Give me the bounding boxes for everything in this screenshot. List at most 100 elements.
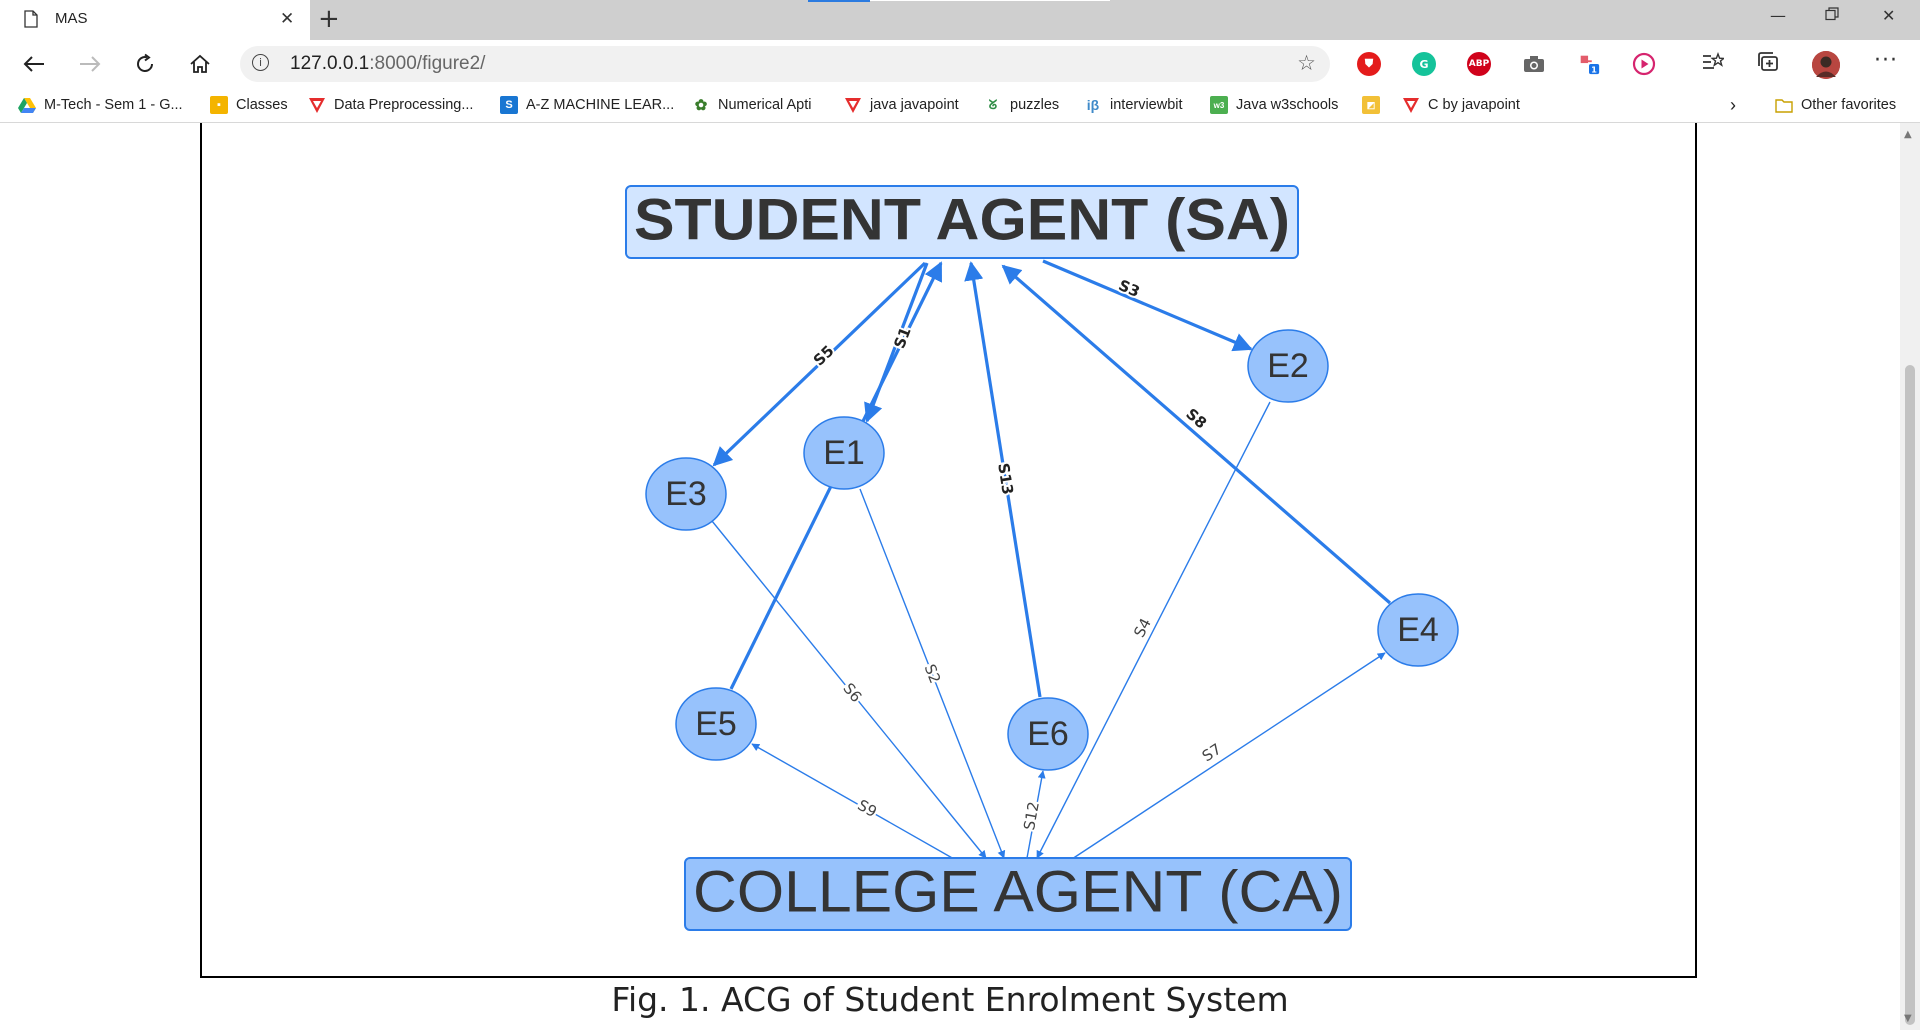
bookmark-label: Java w3schools — [1236, 97, 1339, 113]
back-arrow-icon[interactable] — [20, 50, 48, 78]
node-ellipse — [645, 457, 727, 531]
node-e3[interactable]: E3 — [645, 457, 727, 531]
bookmark-label: java javapoint — [870, 97, 959, 113]
home-icon[interactable] — [186, 50, 214, 78]
new-tab-button[interactable]: + — [318, 4, 340, 34]
superdatascience-icon: S — [500, 96, 518, 114]
node-label: E5 — [695, 705, 737, 743]
close-window-icon[interactable]: ✕ — [1882, 6, 1896, 25]
bookmark-item[interactable]: ▪ Classes — [210, 94, 288, 116]
edge-s12 — [1026, 770, 1046, 859]
edge-s9 — [751, 743, 955, 860]
bookmark-label: Data Preprocessing... — [334, 97, 474, 113]
node-e2[interactable]: E2 — [1247, 329, 1329, 403]
minimize-icon[interactable]: — — [1770, 6, 1786, 25]
node-ca[interactable]: COLLEGE AGENT (CA) — [684, 857, 1352, 931]
node-box — [625, 185, 1299, 259]
edge-label-s8: S8 — [1182, 405, 1210, 433]
address-bar[interactable]: i 127.0.0.1:8000/figure2/ ☆ — [240, 46, 1330, 82]
node-e4[interactable]: E4 — [1377, 593, 1459, 667]
ublock-origin-icon[interactable]: ⛊ — [1357, 52, 1381, 76]
indiabix-icon: ✿ — [694, 97, 708, 114]
edge-s3 — [1042, 259, 1253, 352]
tab-loading-indicator — [808, 0, 870, 2]
google-classroom-icon: ▪ — [210, 96, 228, 114]
node-box — [684, 857, 1352, 931]
close-tab-icon[interactable]: ✕ — [280, 9, 295, 29]
edge-s13 — [964, 261, 1042, 698]
javatpoint-icon — [844, 96, 862, 114]
favorites-list-icon[interactable] — [1702, 52, 1726, 77]
edge-s8 — [1001, 264, 1392, 605]
scroll-up-icon[interactable]: ▲ — [1904, 129, 1912, 140]
tab-title: MAS — [55, 10, 88, 27]
edge-s2 — [859, 488, 1006, 859]
bookmark-item[interactable]: ✿ Numerical Apti — [692, 94, 812, 116]
interviewbit-icon: iβ — [1086, 97, 1100, 113]
node-label: E1 — [823, 434, 865, 472]
bookmark-icon: ◩ — [1362, 96, 1380, 114]
bookmark-item[interactable]: w3 Java w3schools — [1210, 94, 1338, 116]
node-e6[interactable]: E6 — [1007, 697, 1089, 771]
camera-icon[interactable] — [1522, 52, 1546, 76]
node-ellipse — [1247, 329, 1329, 403]
grammarly-icon[interactable]: G — [1412, 52, 1436, 76]
node-label: STUDENT AGENT (SA) — [634, 187, 1290, 252]
site-info-icon[interactable]: i — [252, 54, 269, 71]
node-label: E4 — [1397, 611, 1439, 649]
bookmark-item[interactable]: M-Tech - Sem 1 - G... — [18, 94, 183, 116]
bookmarks-overflow-chevron-icon[interactable]: › — [1730, 94, 1736, 115]
node-sa[interactable]: STUDENT AGENT (SA) — [625, 185, 1299, 259]
more-options-icon[interactable]: ··· — [1874, 48, 1898, 73]
node-e5[interactable]: E5 — [675, 687, 757, 761]
bookmark-item[interactable]: C by javapoint — [1402, 94, 1520, 116]
vertical-scrollbar[interactable]: ▲ ▼ — [1900, 123, 1920, 1030]
forward-arrow-icon[interactable] — [76, 50, 104, 78]
profile-avatar[interactable] — [1812, 51, 1840, 79]
scrollbar-thumb[interactable] — [1905, 365, 1915, 1025]
extension-badge-icon[interactable]: 1 — [1577, 52, 1601, 76]
svg-text:1: 1 — [1591, 64, 1597, 74]
node-label: E3 — [665, 475, 707, 513]
edge-s5 — [712, 261, 927, 467]
w3schools-icon: w3 — [1210, 96, 1228, 114]
page-icon — [24, 10, 38, 32]
url-host: 127.0.0.1 — [290, 53, 370, 74]
other-favorites-label: Other favorites — [1801, 97, 1897, 113]
nodes: STUDENT AGENT (SA) COLLEGE AGENT (CA) E1 E2… — [625, 185, 1459, 931]
browser-toolbar: i 127.0.0.1:8000/figure2/ ☆ ⛊ G ABP 1 ··… — [0, 40, 1920, 88]
bookmark-item[interactable]: ◩ — [1362, 94, 1388, 116]
javatpoint-icon — [308, 96, 326, 114]
bookmarks-bar: M-Tech - Sem 1 - G... ▪ Classes Data Prep… — [0, 88, 1920, 123]
geeksforgeeks-icon: ᘜ — [988, 97, 998, 112]
bookmark-label: Classes — [236, 97, 288, 113]
collections-icon[interactable] — [1757, 52, 1779, 77]
restore-icon[interactable] — [1825, 6, 1839, 25]
edge-label-s3: S3 — [1116, 276, 1143, 301]
bookmark-label: M-Tech - Sem 1 - G... — [44, 97, 183, 113]
node-label: COLLEGE AGENT (CA) — [693, 859, 1343, 924]
agent-communication-graph: STUDENT AGENT (SA) COLLEGE AGENT (CA) E1 E2… — [625, 185, 1459, 931]
edge-s7 — [1071, 652, 1386, 860]
refresh-icon[interactable] — [131, 50, 159, 78]
bookmark-item[interactable]: Data Preprocessing... — [308, 94, 473, 116]
browser-tab[interactable]: MAS ✕ — [0, 0, 310, 40]
url-path: :8000/figure2/ — [369, 53, 486, 74]
edge-s4 — [1036, 401, 1271, 859]
edge-label-s4: S4 — [1130, 615, 1155, 640]
edge-label-s5: S5 — [810, 342, 838, 370]
edge-label-s12: S12 — [1020, 800, 1043, 831]
media-play-icon[interactable] — [1632, 52, 1656, 76]
url-text: 127.0.0.1:8000/figure2/ — [290, 53, 485, 75]
bookmark-label: C by javapoint — [1428, 97, 1520, 113]
node-e1[interactable]: E1 — [803, 416, 885, 490]
scroll-down-icon[interactable]: ▼ — [1904, 1013, 1912, 1024]
adblock-plus-icon[interactable]: ABP — [1467, 52, 1491, 76]
bookmark-item[interactable]: java javapoint — [844, 94, 959, 116]
favorite-star-icon[interactable]: ☆ — [1297, 51, 1316, 75]
bookmark-label: Numerical Apti — [718, 97, 812, 113]
other-favorites-folder[interactable]: Other favorites — [1775, 94, 1896, 116]
